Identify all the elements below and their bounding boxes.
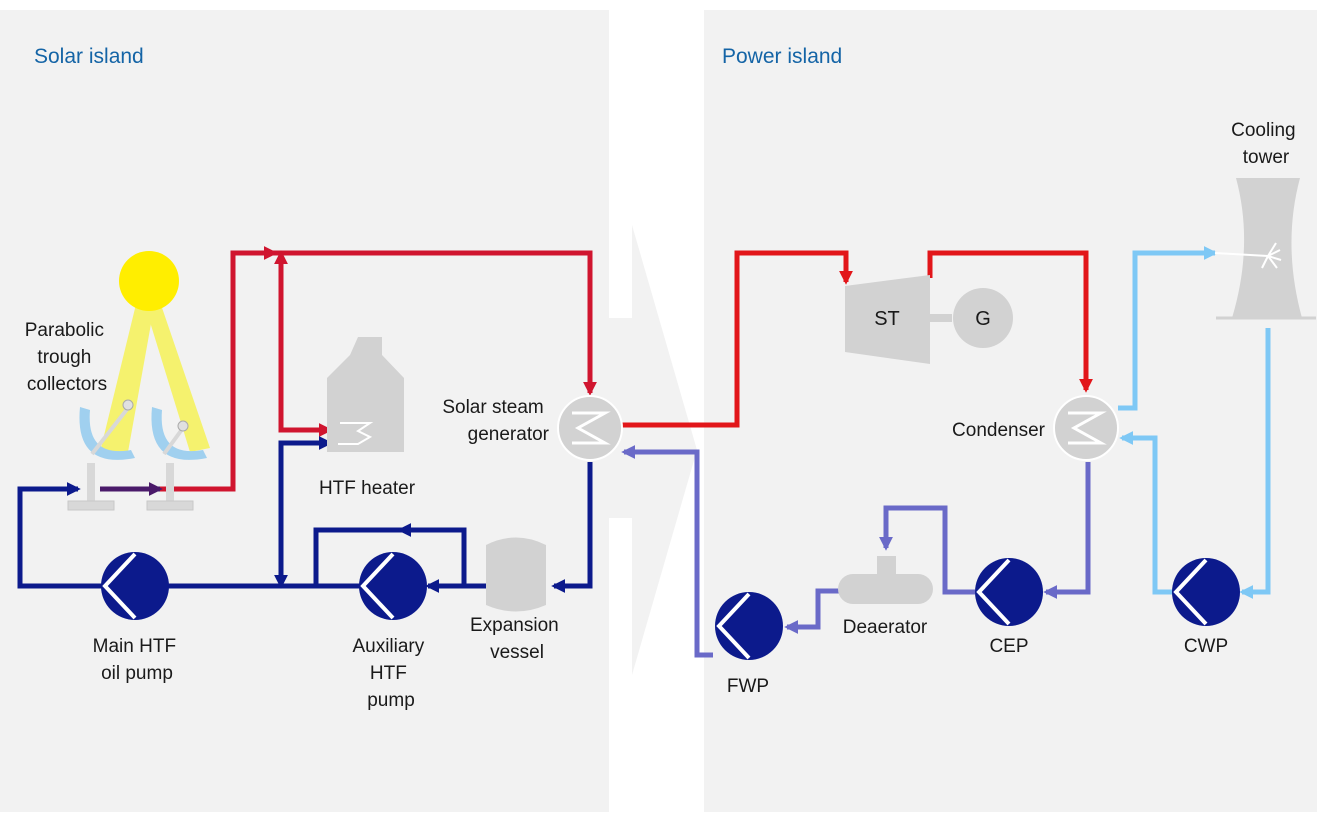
cold-htf-main-line [17, 482, 360, 589]
steam-pipe-to-turbine [620, 250, 853, 428]
cold-htf-aux-bypass [313, 527, 467, 586]
main-htf-pump-icon [101, 552, 169, 620]
cooling-water-pump-icon [1172, 558, 1240, 626]
htf-heater-icon [327, 337, 404, 452]
deaerator-label: Deaerator [843, 617, 928, 638]
generator-icon [953, 288, 1013, 348]
solar-island-panel [0, 10, 609, 812]
expansion-vessel-icon [486, 537, 546, 612]
feedwater-pump-icon [715, 592, 783, 660]
solar-island-title: Solar island [34, 45, 144, 68]
power-island-panel [704, 10, 1317, 812]
solar-steam-generator-label: Solar steam generator [442, 397, 549, 445]
condensate-pipe [1043, 462, 1091, 599]
aux-pump-label: Auxiliary HTF pump [352, 636, 429, 711]
parabolic-trough-collector-icon [67, 399, 135, 511]
cooling-water-from-tower [1239, 328, 1271, 599]
cwp-label: CWP [1184, 636, 1228, 657]
condensate-extraction-pump-icon [975, 558, 1043, 626]
generator-label: G [975, 308, 991, 330]
condenser-label: Condenser [952, 420, 1046, 441]
condenser-icon [1053, 395, 1119, 461]
hot-htf-pipe-to-ssg [275, 250, 597, 396]
collectors-label: Parabolic trough collectors [25, 320, 110, 395]
cold-htf-to-heater [278, 436, 333, 586]
cooling-water-to-condenser [1119, 431, 1175, 595]
deaerator-icon [838, 556, 933, 604]
main-pump-label: Main HTF oil pump [93, 636, 182, 684]
hot-htf-pipe-collectors [160, 246, 278, 492]
deaerator-to-fwp [784, 588, 842, 634]
cooling-water-to-tower [1118, 246, 1218, 411]
power-island-title: Power island [722, 45, 842, 68]
exhaust-pipe-to-condenser [927, 250, 1093, 393]
hot-htf-pipe-to-heater [278, 253, 333, 437]
expansion-vessel-label: Expansion vessel [470, 615, 564, 663]
steam-turbine-icon [845, 275, 952, 364]
solar-steam-generator-icon [557, 395, 623, 461]
fwp-label: FWP [727, 676, 769, 697]
sun-icon [100, 251, 210, 452]
steam-turbine-label: ST [874, 308, 900, 330]
parabolic-trough-collector-icon [146, 407, 207, 511]
cooling-tower-label: Cooling tower [1231, 120, 1301, 168]
cold-htf-pipe-ssg-out [551, 462, 593, 593]
auxiliary-htf-pump-icon [359, 552, 427, 620]
htf-heater-label: HTF heater [319, 478, 416, 499]
feedwater-to-ssg [621, 445, 713, 658]
cooling-tower-icon [1214, 178, 1316, 320]
cep-label: CEP [989, 636, 1028, 657]
condensate-to-deaerator [879, 505, 975, 595]
